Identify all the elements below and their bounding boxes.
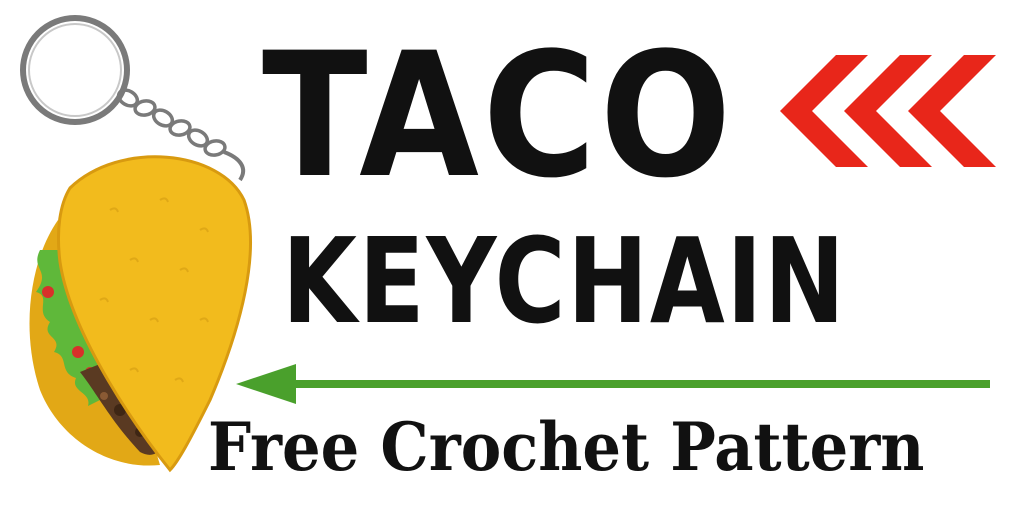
title-keychain: KEYCHAIN <box>282 212 847 350</box>
arrow-left-icon <box>236 364 990 404</box>
subtitle: Free Crochet Pattern <box>208 408 925 486</box>
chain-icon <box>116 88 246 182</box>
taco-icon <box>29 155 252 473</box>
keyring-icon <box>20 15 130 125</box>
title-taco: TACO <box>262 15 735 216</box>
chevrons-left-icon <box>780 55 996 167</box>
taco-keychain-icon <box>20 15 252 473</box>
